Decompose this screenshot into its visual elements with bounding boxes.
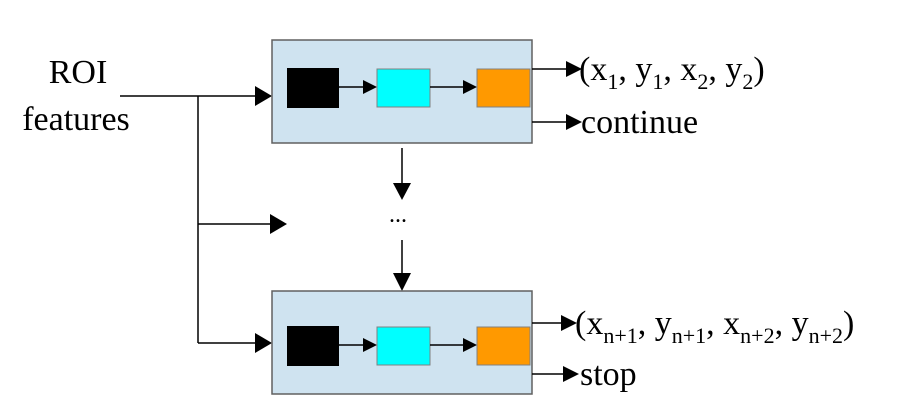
ellipsis: ... — [389, 202, 407, 228]
stage-top-arrow-2 — [463, 80, 477, 94]
stage-bottom — [271, 290, 533, 395]
input-to-top-arrowhead — [255, 86, 272, 106]
stage-bottom-output-arrowhead — [561, 315, 577, 331]
input-connectors — [120, 86, 287, 353]
stage-top-outputs: (x1, y1, x2, y2) continue — [532, 51, 765, 141]
stage-bottom-block-cyan — [376, 326, 431, 366]
stage-top-block-cyan — [376, 68, 431, 108]
flow-arrow-down-2 — [393, 273, 411, 291]
stage-bottom-arrow-1 — [363, 338, 377, 352]
input-label-line1: ROI — [49, 54, 108, 91]
stage-top-block-orange — [476, 68, 531, 108]
stage-bottom-block-orange — [476, 326, 531, 366]
stage-bottom-coordinates: (xn+1, yn+1, xn+2, yn+2) — [575, 305, 854, 348]
stage-top-coordinates: (x1, y1, x2, y2) — [579, 51, 765, 94]
stage-bottom-decision-arrowhead — [563, 366, 579, 382]
stage-top-block-black — [287, 68, 339, 108]
stage-top-decision: continue — [581, 104, 698, 141]
flow-arrow-down-1 — [393, 183, 411, 200]
input-to-ellipsis-arrowhead — [270, 214, 287, 234]
input-label-line2: features — [22, 101, 130, 138]
vertical-flow: ... — [389, 148, 411, 291]
stage-top-output-arrowhead — [566, 61, 582, 77]
stage-bottom-decision: stop — [580, 356, 637, 393]
input-to-bottom-arrowhead — [255, 333, 272, 353]
stage-top-arrow-1 — [363, 80, 377, 94]
stage-top — [271, 39, 533, 144]
stage-bottom-block-black — [287, 326, 339, 366]
stage-top-decision-arrowhead — [566, 114, 582, 130]
stage-bottom-arrow-2 — [463, 338, 477, 352]
stage-bottom-outputs: (xn+1, yn+1, xn+2, yn+2) stop — [532, 305, 854, 393]
